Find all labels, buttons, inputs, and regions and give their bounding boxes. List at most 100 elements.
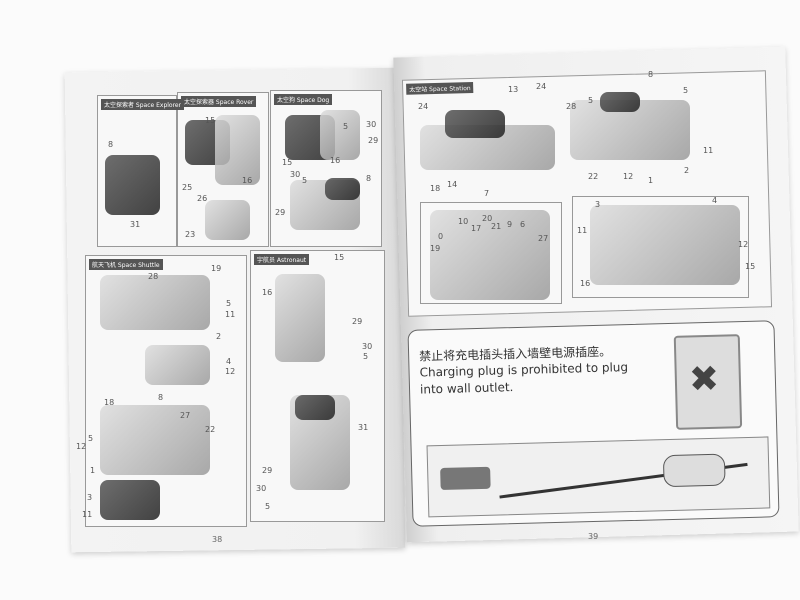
page-number: 39 — [588, 532, 599, 541]
part-callout: 2 — [216, 332, 222, 341]
model-illustration — [275, 274, 325, 362]
part-callout: 10 — [458, 217, 469, 226]
part-callout: 11 — [577, 226, 588, 235]
part-callout: 3 — [595, 200, 601, 209]
plug-icon — [440, 466, 491, 491]
part-callout: 0 — [438, 232, 444, 241]
part-callout: 16 — [330, 156, 341, 165]
part-callout: 2 — [684, 166, 690, 175]
part-callout: 8 — [108, 140, 114, 149]
part-callout: 6 — [520, 220, 526, 229]
part-callout: 31 — [130, 220, 141, 229]
part-callout: 29 — [262, 466, 273, 475]
model-illustration — [445, 110, 505, 138]
panel-title: 航天飞机 Space Shuttle — [89, 259, 163, 270]
part-callout: 30 — [256, 484, 267, 493]
part-callout: 5 — [343, 122, 349, 131]
part-callout: 17 — [471, 224, 482, 233]
part-callout: 16 — [262, 288, 273, 297]
part-callout: 8 — [648, 70, 654, 79]
part-callout: 27 — [538, 234, 549, 243]
panel-title: 太空狗 Space Dog — [274, 94, 333, 105]
part-callout: 30 — [362, 342, 373, 351]
part-callout: 19 — [430, 244, 441, 253]
model-illustration — [600, 92, 640, 112]
model-illustration — [105, 155, 160, 215]
panel-title: 宇航员 Astronaut — [254, 254, 310, 265]
part-callout: 5 — [88, 434, 94, 443]
part-callout: 24 — [536, 82, 547, 91]
part-callout: 1 — [90, 466, 96, 475]
part-callout: 29 — [352, 317, 363, 326]
panel-title: 太空站 Space Station — [406, 81, 474, 95]
part-callout: 31 — [358, 423, 369, 432]
part-callout: 12 — [623, 172, 634, 181]
part-callout: 11 — [82, 510, 93, 519]
part-callout: 14 — [447, 180, 458, 189]
part-callout: 29 — [275, 208, 286, 217]
part-callout: 8 — [158, 393, 164, 402]
part-callout: 20 — [482, 214, 493, 223]
part-callout: 19 — [211, 264, 222, 273]
detail-inset — [420, 202, 562, 304]
part-callout: 15 — [205, 116, 216, 125]
panel-title: 太空探索者 Space Explorer — [101, 99, 185, 110]
part-callout: 11 — [225, 310, 236, 319]
page-number: 38 — [212, 535, 223, 544]
part-callout: 15 — [745, 262, 756, 271]
part-callout: 21 — [491, 222, 502, 231]
part-callout: 18 — [104, 398, 115, 407]
part-callout: 18 — [430, 184, 441, 193]
part-callout: 11 — [703, 146, 714, 155]
part-callout: 3 — [87, 493, 93, 502]
part-callout: 12 — [738, 240, 749, 249]
part-callout: 16 — [242, 176, 253, 185]
model-illustration — [325, 178, 360, 200]
part-callout: 26 — [197, 194, 208, 203]
part-callout: 5 — [226, 299, 232, 308]
part-callout: 27 — [180, 411, 191, 420]
model-illustration — [100, 405, 210, 475]
part-callout: 5 — [363, 352, 369, 361]
part-callout: 12 — [225, 367, 236, 376]
model-illustration — [215, 115, 260, 185]
model-illustration — [430, 210, 550, 300]
model-illustration — [205, 200, 250, 240]
part-callout: 1 — [648, 176, 654, 185]
part-callout: 15 — [282, 158, 293, 167]
part-callout: 28 — [148, 272, 159, 281]
part-callout: 29 — [368, 136, 379, 145]
part-callout: 5 — [302, 176, 308, 185]
model-illustration — [145, 345, 210, 385]
part-callout: 13 — [508, 85, 519, 94]
panel-title: 太空探索器 Space Rover — [181, 96, 257, 107]
part-callout: 8 — [366, 174, 372, 183]
model-illustration — [295, 395, 335, 420]
part-callout: 28 — [566, 102, 577, 111]
part-callout: 24 — [418, 102, 429, 111]
part-callout: 4 — [226, 357, 232, 366]
model-illustration — [590, 205, 740, 285]
part-callout: 4 — [712, 196, 718, 205]
part-callout: 9 — [507, 220, 513, 229]
prohibited-x-icon: ✖ — [688, 358, 720, 401]
model-illustration — [320, 110, 360, 160]
warning-text: into wall outlet. — [419, 380, 514, 397]
part-callout: 30 — [366, 120, 377, 129]
part-callout: 12 — [76, 442, 87, 451]
wall-outlet-illustration: ✖ — [673, 334, 743, 430]
part-callout: 5 — [683, 86, 689, 95]
model-illustration — [100, 480, 160, 520]
part-callout: 30 — [290, 170, 301, 179]
part-callout: 5 — [265, 502, 271, 511]
model-illustration — [100, 275, 210, 330]
part-callout: 25 — [182, 183, 193, 192]
detail-inset — [572, 196, 749, 298]
part-callout: 16 — [580, 279, 591, 288]
part-callout: 5 — [588, 96, 594, 105]
charging-plug-illustration — [426, 436, 771, 518]
part-callout: 22 — [588, 172, 599, 181]
charging-warning-box: 禁止将充电插头插入墙壁电源插座。Charging plug is prohibi… — [407, 320, 780, 527]
connector-icon — [662, 453, 726, 488]
part-callout: 22 — [205, 425, 216, 434]
